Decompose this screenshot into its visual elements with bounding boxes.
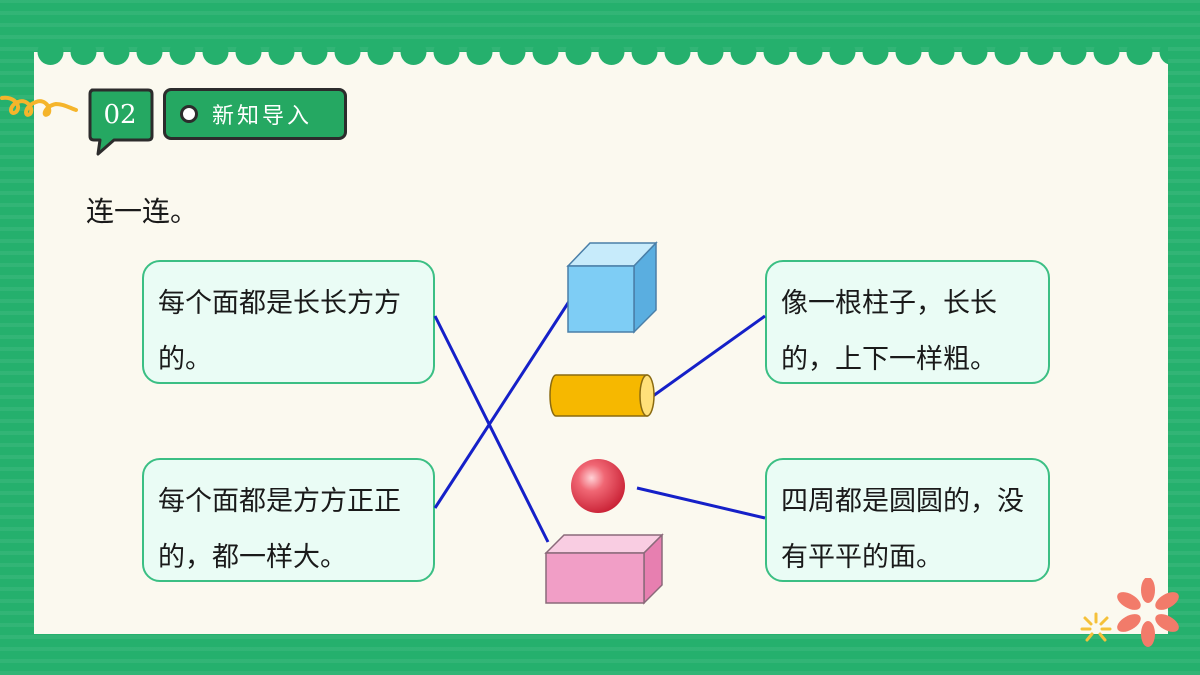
description-card-cuboid[interactable]: 每个面都是长长方方的。 bbox=[142, 260, 435, 384]
bullet-icon bbox=[180, 105, 198, 123]
squiggle-decoration bbox=[0, 95, 78, 117]
section-number: 02 bbox=[103, 100, 137, 130]
description-card-cylinder[interactable]: 像一根柱子，长长的，上下一样粗。 bbox=[765, 260, 1050, 384]
section-title-pill: 新知导入 bbox=[163, 88, 347, 140]
description-card-cube[interactable]: 每个面都是方方正正的，都一样大。 bbox=[142, 458, 435, 582]
flower-decoration bbox=[1080, 578, 1179, 647]
instruction-text: 连一连。 bbox=[86, 195, 199, 228]
section-number-badge bbox=[88, 88, 154, 156]
scalloped-edge bbox=[34, 44, 1168, 68]
section-title: 新知导入 bbox=[212, 104, 313, 129]
description-card-sphere[interactable]: 四周都是圆圆的，没有平平的面。 bbox=[765, 458, 1050, 582]
